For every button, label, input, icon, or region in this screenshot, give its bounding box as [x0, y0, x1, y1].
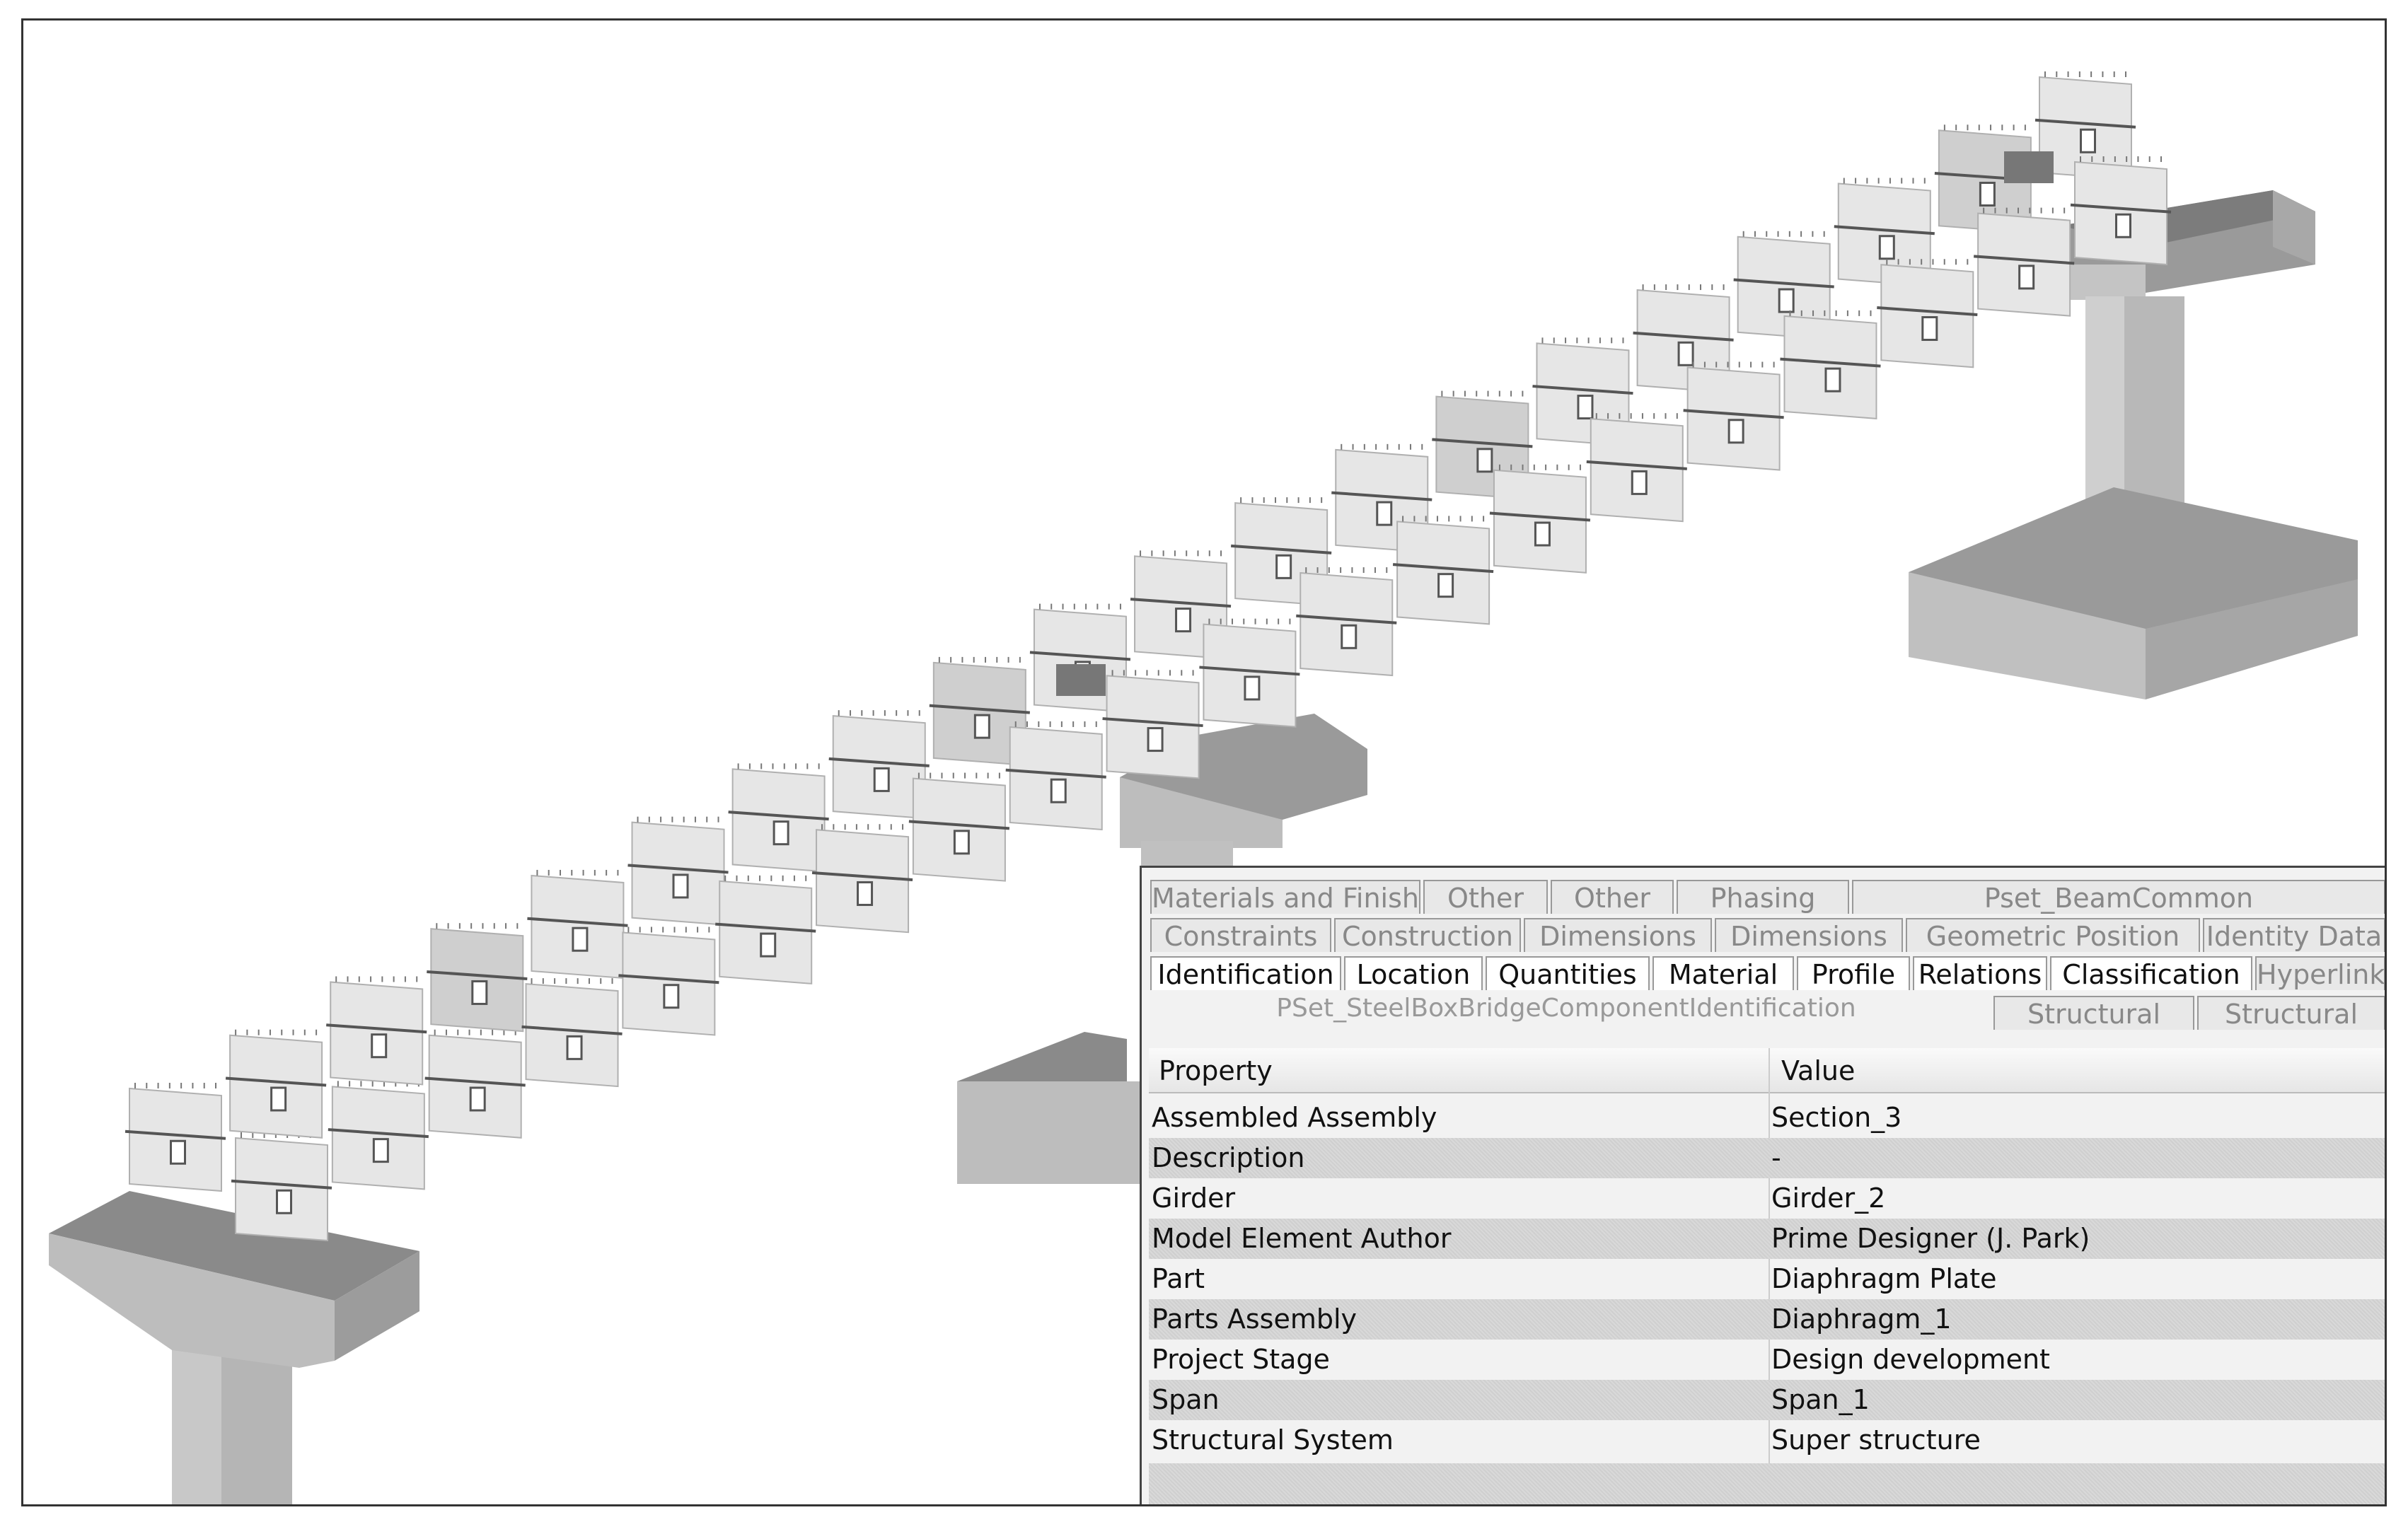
diaphragm-plate[interactable]: [225, 1029, 327, 1139]
column-header-property[interactable]: Property: [1149, 1048, 1771, 1093]
property-name: Girder: [1152, 1183, 1236, 1214]
diaphragm-plate[interactable]: [929, 656, 1030, 766]
diaphragm-plate[interactable]: [527, 869, 628, 980]
diaphragm-plate[interactable]: [828, 710, 930, 820]
splice-plate[interactable]: [1056, 664, 1106, 696]
tab-hyperlinks[interactable]: Hyperlinks: [2255, 956, 2385, 990]
diaphragm-plate[interactable]: [326, 976, 427, 1086]
tab-location[interactable]: Location: [1344, 956, 1483, 990]
diaphragm-plate[interactable]: [627, 816, 729, 926]
diaphragm-plate[interactable]: [728, 763, 829, 873]
diaphragm-plate[interactable]: [328, 1081, 429, 1190]
table-row[interactable]: Assembled Assembly Section_3: [1149, 1098, 2385, 1138]
tab-material[interactable]: Material: [1652, 956, 1794, 990]
diaphragm-plate[interactable]: [1296, 567, 1397, 677]
3d-viewport[interactable]: Materials and Finishes Other Other Phasi…: [21, 18, 2387, 1506]
diaphragm-plate[interactable]: [1683, 361, 1784, 471]
table-row[interactable]: Model Element Author Prime Designer (J. P…: [1149, 1219, 2385, 1259]
diaphragm-plate[interactable]: [521, 978, 623, 1088]
diaphragm-plate[interactable]: [908, 772, 1010, 882]
pset-title: PSet_SteelBoxBridgeComponentIdentificati…: [1276, 994, 1856, 1023]
tab-profile[interactable]: Profile: [1797, 956, 1910, 990]
tab-structural-2[interactable]: Structural: [2197, 996, 2385, 1030]
tab-identification[interactable]: Identification: [1150, 956, 1341, 990]
property-name: Part: [1152, 1263, 1205, 1294]
properties-panel: Materials and Finishes Other Other Phasi…: [1140, 866, 2385, 1504]
tab-dimensions-1[interactable]: Dimensions: [1524, 918, 1712, 952]
tab-construction[interactable]: Construction: [1334, 918, 1521, 952]
table-row[interactable]: Parts Assembly Diaphragm_1: [1149, 1299, 2385, 1340]
tab-phasing[interactable]: Phasing: [1677, 880, 1849, 914]
table-row[interactable]: Project Stage Design development: [1149, 1340, 2385, 1380]
diaphragm-plate[interactable]: [715, 875, 816, 984]
tab-structural-1[interactable]: Structural: [1993, 996, 2194, 1030]
diaphragm-plate[interactable]: [1780, 310, 1881, 419]
property-name: Project Stage: [1152, 1344, 1330, 1375]
column-header-value[interactable]: Value: [1771, 1048, 2385, 1093]
table-empty-area: [1149, 1463, 2385, 1504]
table-row[interactable]: Girder Girder_2: [1149, 1178, 2385, 1219]
diaphragm-plate[interactable]: [618, 926, 719, 1036]
tab-other-1[interactable]: Other: [1423, 880, 1548, 914]
table-row[interactable]: Description -: [1149, 1138, 2385, 1178]
tab-identity-data[interactable]: Identity Data: [2203, 918, 2385, 952]
tab-other-2[interactable]: Other: [1551, 880, 1674, 914]
tab-quantities[interactable]: Quantities: [1486, 956, 1650, 990]
property-name: Description: [1152, 1142, 1305, 1173]
tab-relations[interactable]: Relations: [1913, 956, 2047, 990]
diaphragm-plate[interactable]: [427, 923, 528, 1033]
right-pier[interactable]: [1909, 190, 2358, 699]
diaphragm-plate[interactable]: [1199, 618, 1300, 728]
property-name: Model Element Author: [1152, 1223, 1452, 1254]
diaphragm-plate[interactable]: [2070, 156, 2172, 266]
diaphragm-plate[interactable]: [1005, 721, 1106, 831]
table-row[interactable]: Part Diaphragm Plate: [1149, 1259, 2385, 1299]
diaphragm-plate[interactable]: [1102, 670, 1203, 779]
property-name: Assembled Assembly: [1152, 1102, 1437, 1133]
property-value: Section_3: [1771, 1102, 1902, 1133]
left-pier[interactable]: [49, 1191, 419, 1506]
tab-pset-beamcommon[interactable]: Pset_BeamCommon: [1852, 880, 2385, 914]
tab-classification[interactable]: Classification: [2050, 956, 2252, 990]
property-value: Diaphragm_1: [1771, 1303, 1952, 1335]
property-name: Structural System: [1152, 1424, 1394, 1456]
diaphragm-plate[interactable]: [125, 1083, 226, 1192]
diaphragm-plate[interactable]: [424, 1029, 526, 1139]
column-divider: [1769, 1048, 1770, 1472]
diaphragm-plate[interactable]: [811, 824, 913, 934]
property-name: Span: [1152, 1384, 1220, 1415]
property-value: Span_1: [1771, 1384, 1870, 1415]
table-row[interactable]: Structural System Super structure: [1149, 1420, 2385, 1460]
tab-materials-and-finishes[interactable]: Materials and Finishes: [1150, 880, 1420, 914]
property-value: Prime Designer (J. Park): [1771, 1223, 2090, 1254]
diaphragm-plate[interactable]: [1974, 207, 2075, 317]
diaphragm-plate[interactable]: [1633, 284, 1734, 394]
property-value: Super structure: [1771, 1424, 1981, 1456]
diaphragm-plate[interactable]: [1877, 259, 1978, 368]
property-value: -: [1771, 1142, 1781, 1173]
property-value: Girder_2: [1771, 1183, 1886, 1214]
diaphragm-plate[interactable]: [1392, 516, 1494, 625]
diaphragm-plate[interactable]: [1489, 464, 1591, 574]
diaphragm-plate[interactable]: [2034, 71, 2136, 181]
diaphragm-plates[interactable]: [125, 71, 2172, 1242]
tab-dimensions-2[interactable]: Dimensions: [1715, 918, 1903, 952]
diaphragm-plate[interactable]: [231, 1132, 332, 1242]
property-value: Design development: [1771, 1344, 2050, 1375]
tab-geometric-position[interactable]: Geometric Position: [1906, 918, 2200, 952]
splice-plate[interactable]: [2004, 151, 2054, 183]
property-value: Diaphragm Plate: [1771, 1263, 1997, 1294]
property-name: Parts Assembly: [1152, 1303, 1358, 1335]
tab-constraints[interactable]: Constraints: [1150, 918, 1331, 952]
diaphragm-plate[interactable]: [1586, 413, 1687, 523]
table-row[interactable]: Span Span_1: [1149, 1380, 2385, 1420]
